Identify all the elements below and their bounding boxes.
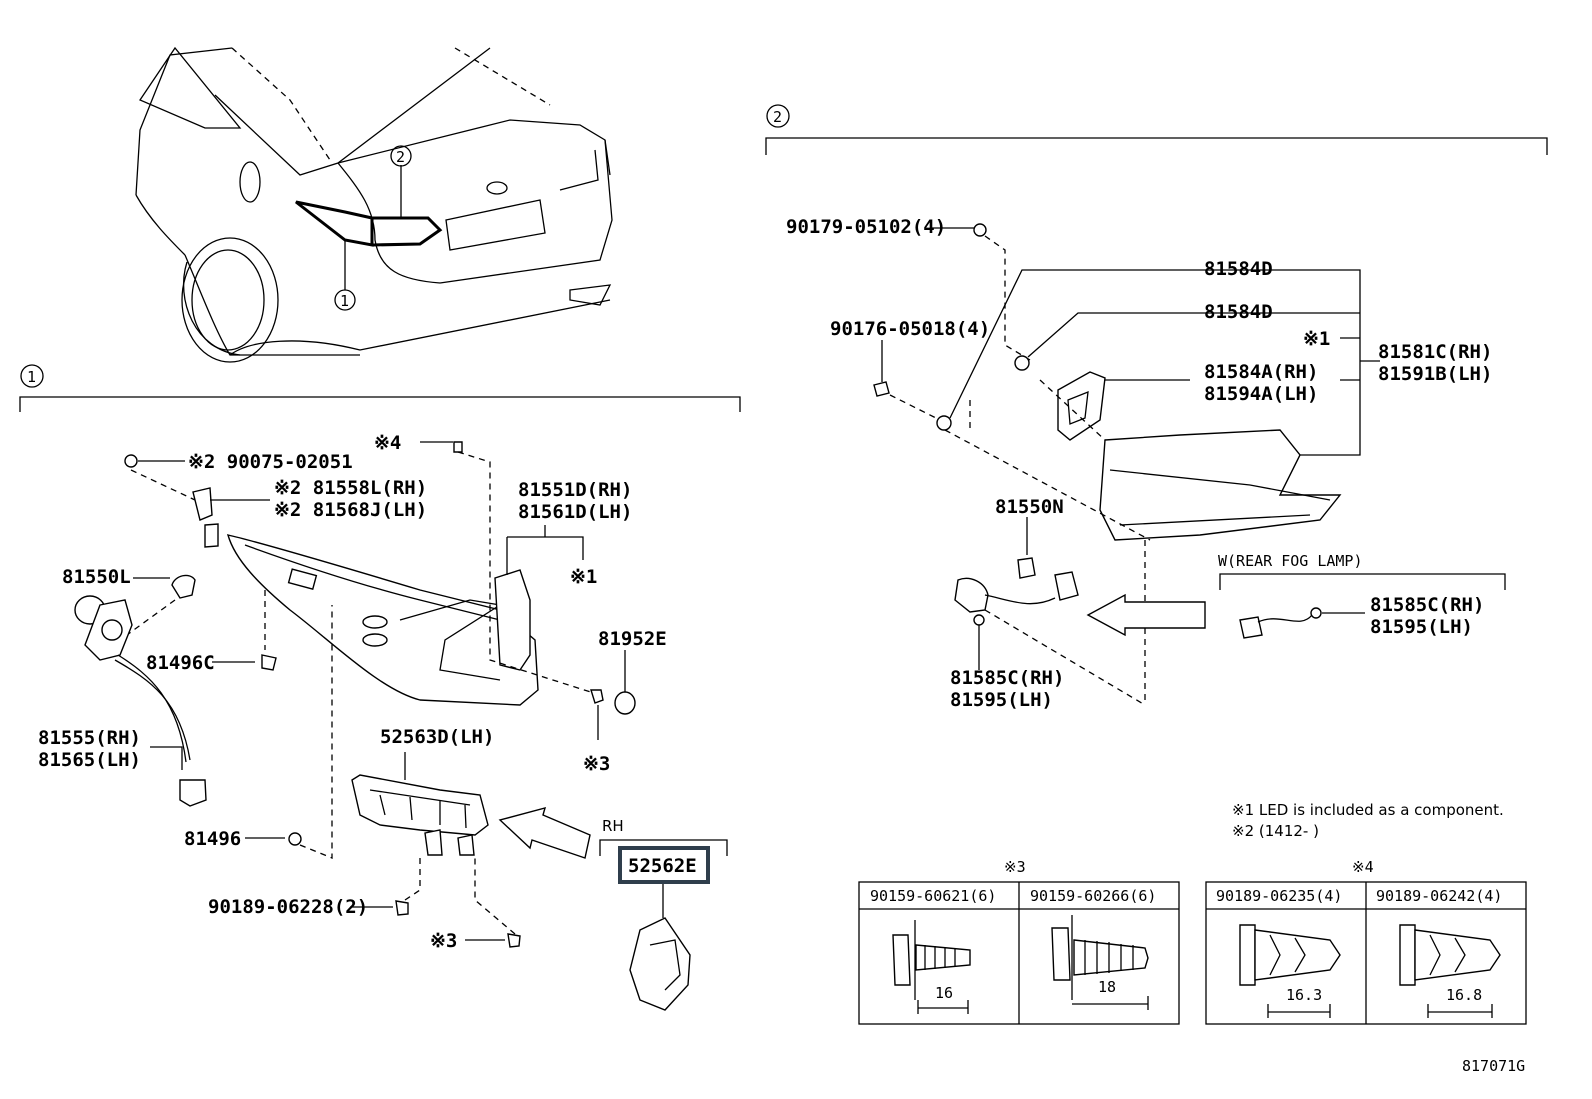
label-81496C: 81496C [146, 652, 215, 674]
label-81550L: 81550L [62, 566, 131, 588]
label-x1-right: ※1 [1303, 328, 1330, 350]
label-81550N: 81550N [995, 496, 1064, 518]
section-2-parts [873, 223, 1506, 706]
label-81496: 81496 [184, 828, 241, 850]
label-x4-top: ※4 [374, 432, 401, 454]
label-81561D: 81561D(LH) [518, 501, 632, 523]
section-1-frame: 1 [19, 364, 741, 412]
label-81594A: 81594A(LH) [1204, 383, 1318, 405]
label-81584A: 81584A(RH) [1204, 361, 1318, 383]
note-1: ※1 LED is included as a component. [1232, 801, 1504, 819]
note-2: ※2 (1412- ) [1232, 822, 1319, 840]
label-81551D: 81551D(RH) [518, 479, 632, 501]
label-81595-right: 81595(LH) [1370, 616, 1473, 638]
label-90179: 90179-05102(4) [786, 216, 946, 238]
table-x3-marker: ※3 [1004, 858, 1026, 876]
table-x4-col1-part: 90189-06235(4) [1216, 887, 1342, 905]
label-90075: ※2 90075-02051 [188, 451, 353, 473]
figure-id: 817071G [1462, 1057, 1525, 1075]
label-81558L: ※2 81558L(RH) [274, 477, 427, 499]
label-x3-right: ※3 [583, 753, 610, 775]
fastener-table-x4: ※4 90189-06235(4) 90189-06242(4) 16.3 16… [1205, 858, 1527, 1025]
label-81585C-right: 81585C(RH) [1370, 594, 1484, 616]
table-x3-col2-dim: 18 [1098, 978, 1116, 996]
notes: ※1 LED is included as a component. ※2 (1… [1232, 801, 1504, 840]
label-81584D-2: 81584D [1204, 301, 1273, 323]
label-81581C: 81581C(RH) [1378, 341, 1492, 363]
label-52562E: 52562E [628, 855, 697, 877]
label-90176: 90176-05018(4) [830, 318, 990, 340]
highlight-box-52562E [618, 846, 710, 884]
label-81595-bottom: 81595(LH) [950, 689, 1053, 711]
label-81568J: ※2 81568J(LH) [274, 499, 427, 521]
label-rh: RH [602, 817, 624, 835]
callout-1-car: 1 [334, 289, 356, 311]
svg-text:1: 1 [340, 292, 349, 310]
table-x3-col2-part: 90159-60266(6) [1030, 887, 1156, 905]
table-x4-col1-dim: 16.3 [1286, 986, 1322, 1004]
callout-2-car: 2 [390, 145, 412, 167]
label-90189-06228: 90189-06228(2) [208, 896, 368, 918]
label-52563D: 52563D(LH) [380, 726, 494, 748]
section-1-parts [74, 441, 728, 1011]
label-81555: 81555(RH) [38, 727, 141, 749]
label-81584D-1: 81584D [1204, 258, 1273, 280]
label-81591B: 81591B(LH) [1378, 363, 1492, 385]
label-81565: 81565(LH) [38, 749, 141, 771]
table-x3-col1-part: 90159-60621(6) [870, 887, 996, 905]
label-81585C-bottom: 81585C(RH) [950, 667, 1064, 689]
label-fog-lamp: W(REAR FOG LAMP) [1218, 552, 1363, 570]
table-x4-col2-dim: 16.8 [1446, 986, 1482, 1004]
fastener-table-x3: ※3 90159-60621(6) 90159-60266(6) 16 18 [858, 858, 1180, 1025]
section-2-frame: 2 [765, 104, 1548, 155]
svg-text:1: 1 [27, 368, 36, 386]
table-x4-marker: ※4 [1352, 858, 1374, 876]
label-81952E: 81952E [598, 628, 667, 650]
svg-text:2: 2 [773, 108, 782, 126]
table-x3-col1-dim: 16 [935, 984, 953, 1002]
label-x1-left: ※1 [570, 566, 597, 588]
svg-text:2: 2 [396, 148, 405, 166]
part-labels: ※2 90075-02051 ※2 81558L(RH) ※2 81568J(L… [38, 216, 1492, 952]
label-x3-bottom: ※3 [430, 930, 457, 952]
table-x4-col2-part: 90189-06242(4) [1376, 887, 1502, 905]
car-overview-drawing [135, 46, 613, 363]
